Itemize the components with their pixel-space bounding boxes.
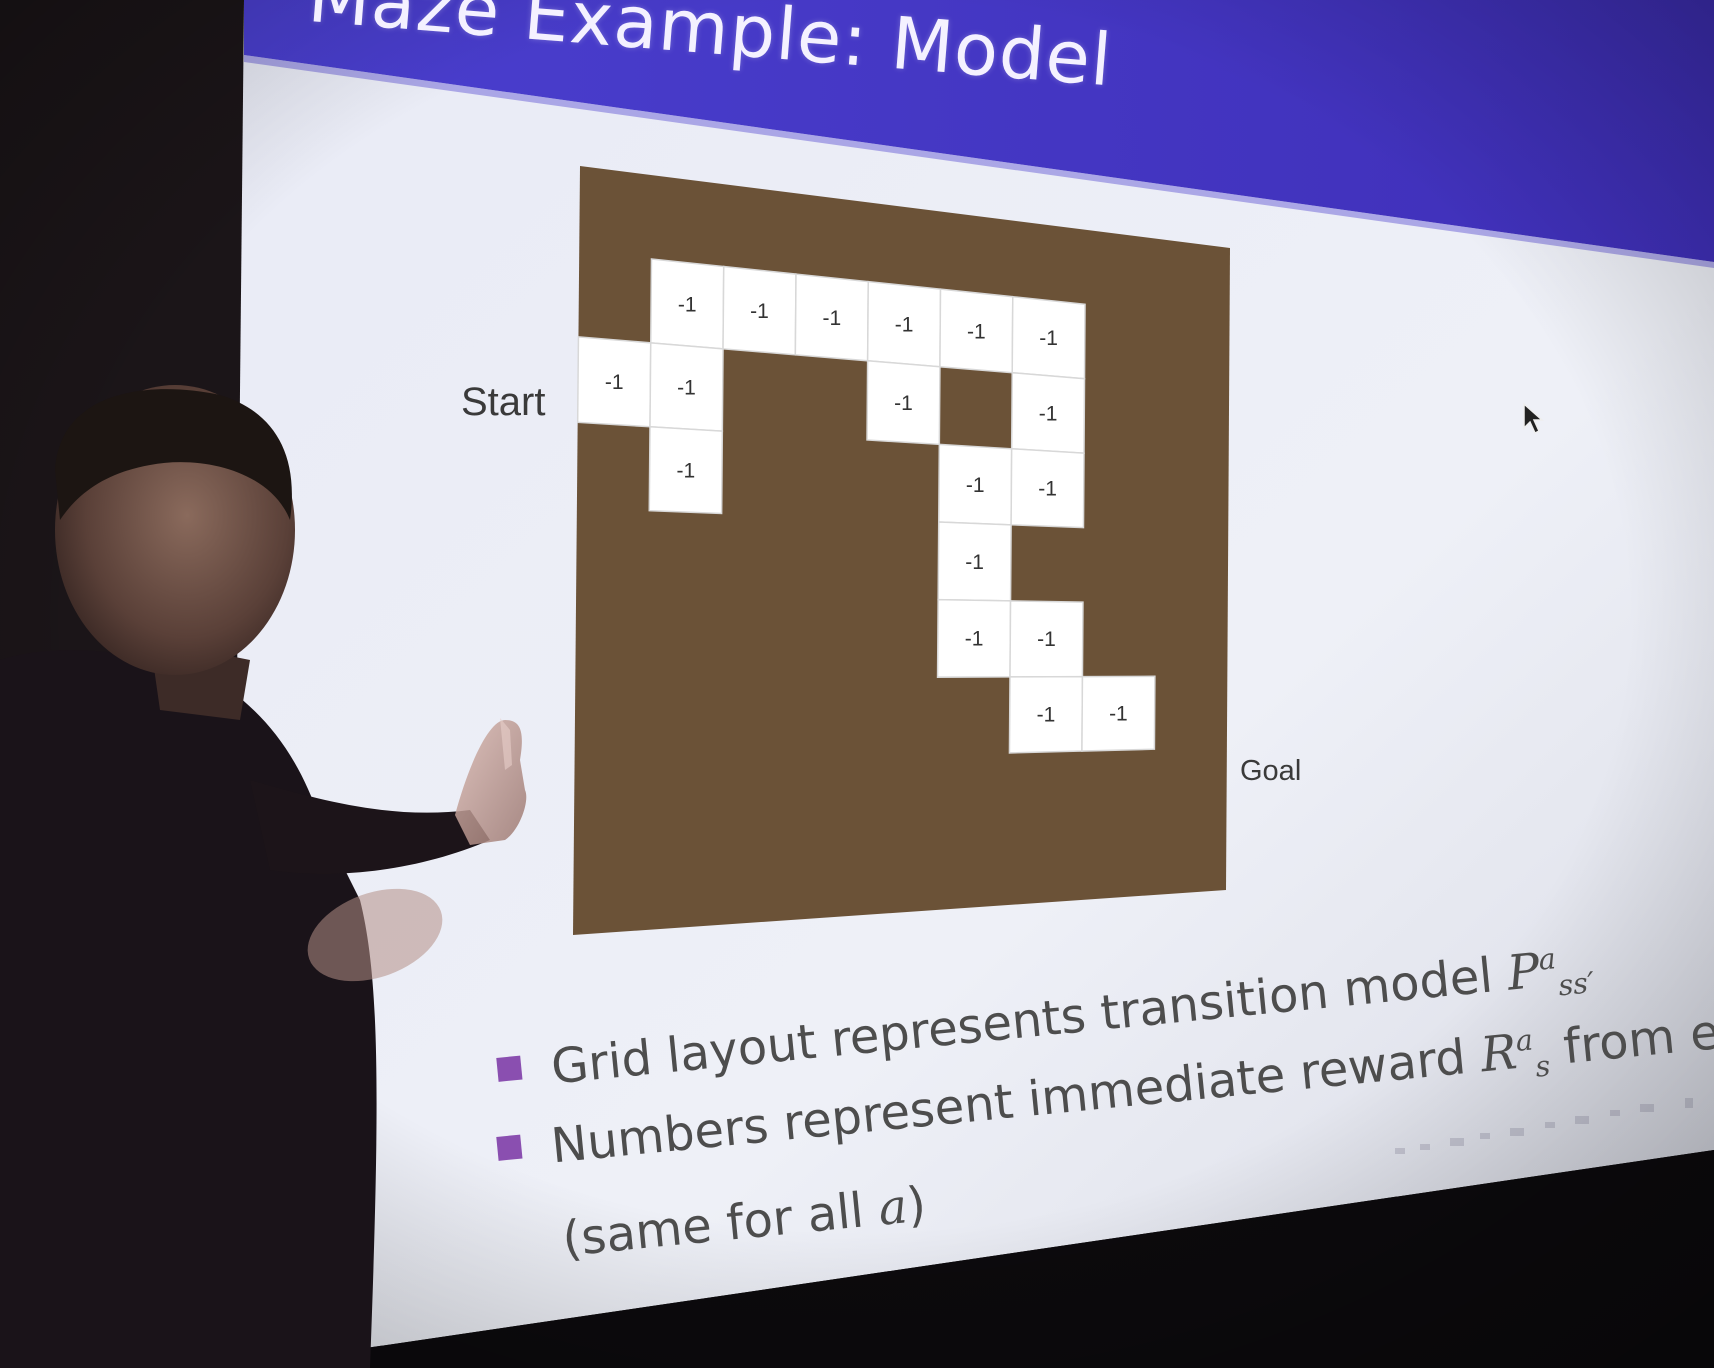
maze-cell-reward: -1 — [965, 628, 984, 651]
bullet-marker — [496, 1134, 523, 1161]
maze-cell-reward: -1 — [1038, 478, 1057, 501]
mouse-pointer-icon — [1523, 402, 1544, 435]
transition-symbol: Pass′ — [1504, 941, 1596, 1003]
maze-cell — [648, 425, 724, 515]
maze-cell-reward: -1 — [967, 320, 986, 343]
maze-cells: -1 -1 -1 -1 -1 -1 -1 -1 -1 -1 -1 -1 -1 -1 -1 -1 -1 -1 — [576, 258, 1156, 754]
maze-cell-reward: -1 — [1039, 402, 1058, 425]
maze-cell-reward: -1 — [965, 551, 984, 574]
goal-label: Goal — [1240, 755, 1302, 787]
maze-cell-reward: -1 — [605, 371, 624, 394]
bullet-marker — [496, 1055, 523, 1082]
maze-cell-reward: -1 — [1109, 702, 1128, 725]
start-label: Start — [461, 380, 546, 424]
maze-cell-reward: -1 — [1039, 327, 1058, 350]
maze-cell — [1081, 675, 1156, 752]
reward-symbol: Ras — [1478, 1022, 1552, 1084]
maze-cell-reward: -1 — [1037, 628, 1056, 651]
maze-cell — [1010, 447, 1085, 529]
maze-cell-reward: -1 — [676, 459, 695, 482]
maze-cell-reward: -1 — [822, 307, 841, 330]
maze-cell-reward: -1 — [750, 300, 769, 323]
maze-cell-reward: -1 — [1037, 703, 1056, 726]
maze-cell-reward: -1 — [895, 314, 914, 337]
maze-cell-reward: -1 — [677, 376, 696, 399]
maze-cell-reward: -1 — [894, 392, 913, 415]
maze-cell-reward: -1 — [678, 293, 697, 316]
maze-cell-reward: -1 — [966, 474, 985, 497]
